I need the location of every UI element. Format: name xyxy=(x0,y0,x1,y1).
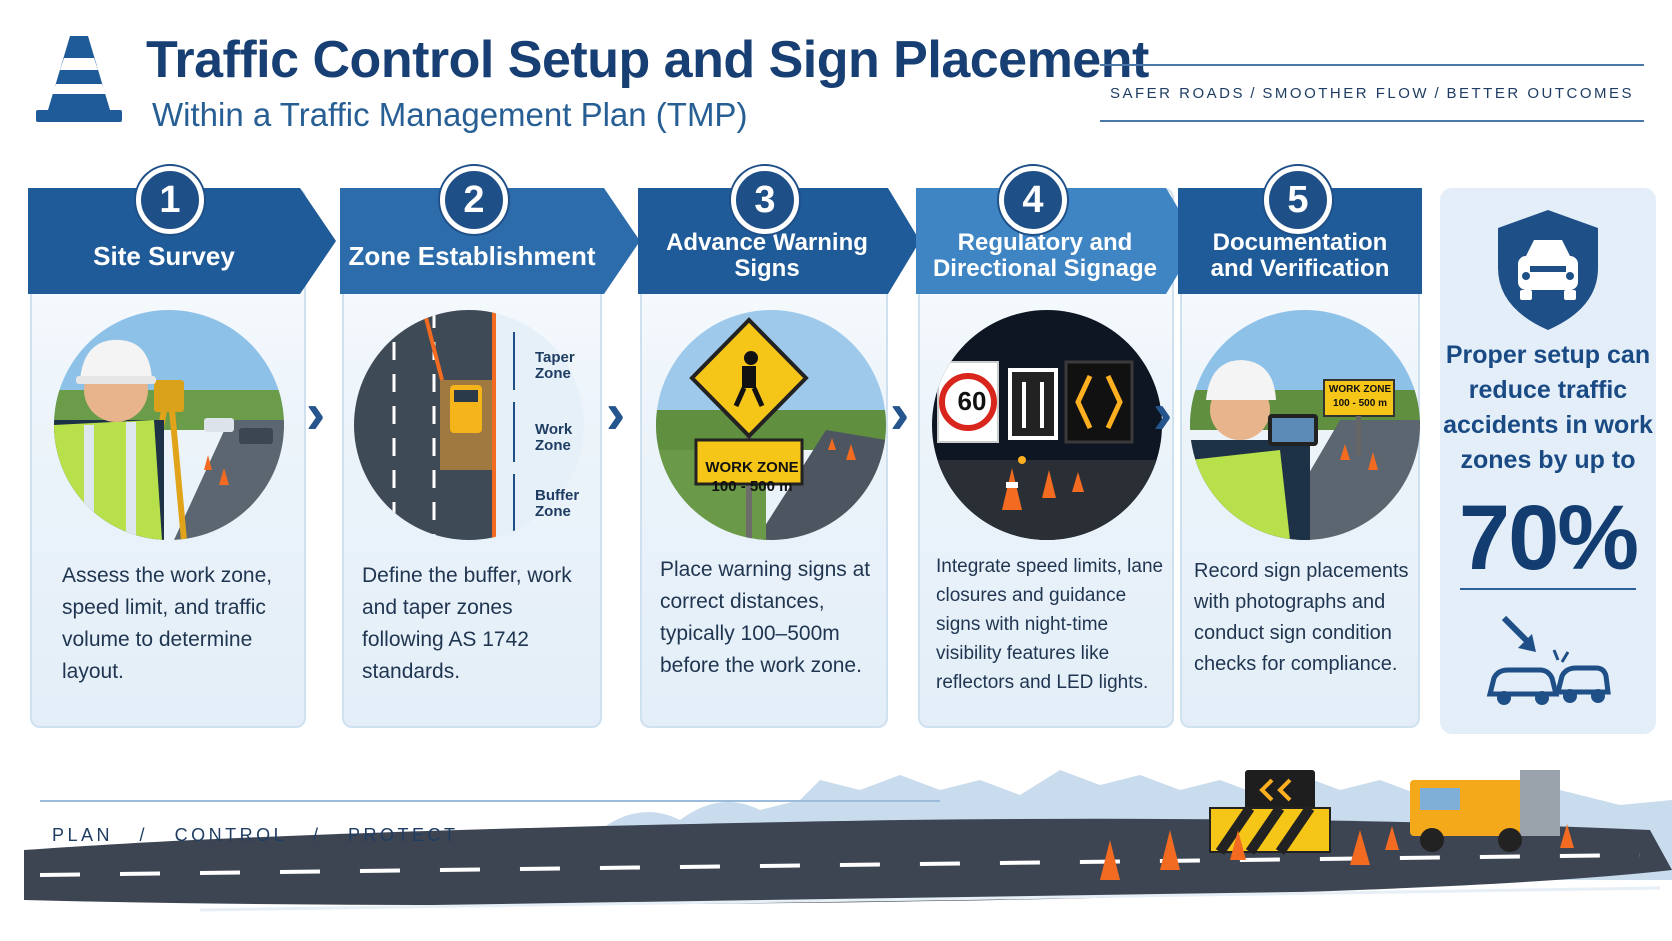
footer-tag-plan: PLAN xyxy=(52,825,114,845)
step-title-1: Site Survey xyxy=(93,240,235,271)
stat-panel: Proper setup can reduce traffic accident… xyxy=(1440,188,1656,734)
chevron-right-icon: › xyxy=(890,381,910,446)
step-number-3: 3 xyxy=(731,166,799,234)
tagline-smoother-flow: SMOOTHER FLOW xyxy=(1262,84,1430,102)
stat-value: 70% xyxy=(1458,487,1639,589)
chevron-right-icon: › xyxy=(306,381,326,446)
step-title-5: Documentation and Verification xyxy=(1210,229,1390,282)
zone-label-buffer: Buffer Zone xyxy=(535,487,580,520)
footer-tag-protect: PROTECT xyxy=(347,825,459,845)
car-collision-icon xyxy=(1486,615,1611,705)
documentation-sign-text-line-2: 100 - 500 m xyxy=(1333,398,1387,409)
footer-divider xyxy=(40,800,940,802)
step-description-1: Assess the work zone, speed limit, and t… xyxy=(62,564,273,683)
step-number-2: 2 xyxy=(440,166,508,234)
header-taglines: SAFER ROADS / SMOOTHER FLOW / BETTER OUT… xyxy=(1100,64,1644,122)
step-number-4: 4 xyxy=(999,166,1067,234)
step-banner-3: Advance Warning Signs xyxy=(638,188,920,294)
chevron-right-icon: › xyxy=(606,381,626,446)
warning-sign-text-line-2: 100 - 500 m xyxy=(711,478,793,495)
documentation-photo xyxy=(1190,310,1420,540)
step-description-4: Integrate speed limits, lane closures an… xyxy=(936,556,1164,693)
step-description-2: Define the buffer, work and taper zones … xyxy=(362,564,572,683)
tagline-separator: / xyxy=(1250,84,1258,102)
roadwork-scene-illustration xyxy=(24,770,1672,912)
step-title-4: Regulatory and Directional Signage xyxy=(932,229,1158,282)
documentation-sign-text-line-1: WORK ZONE xyxy=(1328,384,1392,395)
step-number-5: 5 xyxy=(1264,166,1332,234)
step-description-5: Record sign placements with photographs … xyxy=(1194,560,1409,675)
step-banner-1: Site Survey xyxy=(28,188,336,294)
page-title: Traffic Control Setup and Sign Placement xyxy=(146,31,1149,89)
tagline-better-outcomes: BETTER OUTCOMES xyxy=(1446,84,1634,102)
night-signage-photo xyxy=(932,310,1162,540)
footer-tag-control: CONTROL xyxy=(174,825,287,845)
step-banner-4: Regulatory and Directional Signage xyxy=(916,188,1198,294)
zone-label-taper: Taper Zone xyxy=(535,349,575,382)
warning-sign-photo xyxy=(656,310,886,540)
shield-car-icon xyxy=(1498,210,1598,330)
zone-label-work: Work Zone xyxy=(535,421,573,454)
speed-limit-sign: 60 xyxy=(957,386,987,416)
tagline-safer-roads: SAFER ROADS xyxy=(1110,84,1246,102)
stat-description: Proper setup can reduce traffic accident… xyxy=(1443,341,1653,474)
footer-tag-separator: / xyxy=(139,825,149,845)
warning-sign-text-line-1: WORK ZONE xyxy=(705,459,799,476)
traffic-cone-logo-icon xyxy=(36,36,122,122)
site-survey-photo xyxy=(54,310,284,540)
tagline-separator: / xyxy=(1434,84,1442,102)
chevron-right-icon: › xyxy=(1153,381,1173,446)
footer-taglines: PLAN / CONTROL / PROTECT xyxy=(52,825,458,846)
step-description-3: Place warning signs at correct distances… xyxy=(660,558,871,677)
step-banner-2: Zone Establishment xyxy=(340,188,640,294)
step-number-1: 1 xyxy=(136,166,204,234)
page-subtitle: Within a Traffic Management Plan (TMP) xyxy=(152,96,748,133)
stat-divider xyxy=(1460,588,1636,590)
footer-tag-separator: / xyxy=(312,825,322,845)
step-title-3: Advance Warning Signs xyxy=(666,229,868,282)
step-title-2: Zone Establishment xyxy=(348,240,596,271)
